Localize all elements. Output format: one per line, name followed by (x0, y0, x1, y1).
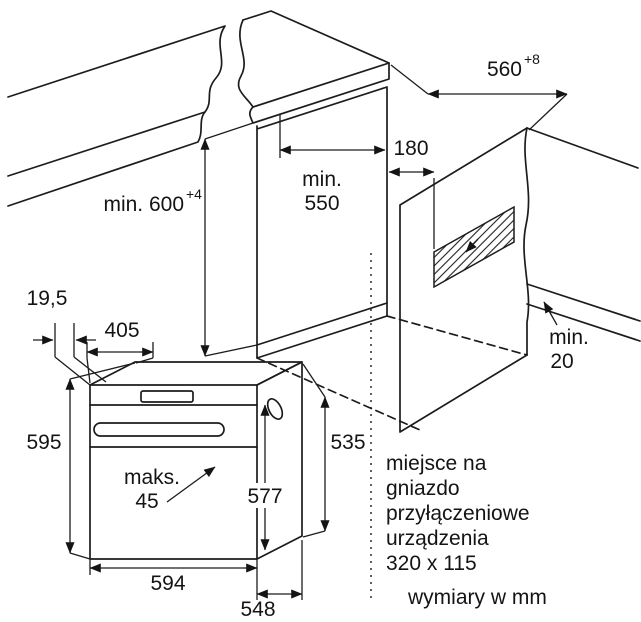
label-oven-width: 594 (150, 572, 185, 595)
connection-note-line3: przyłączeniowe (386, 502, 530, 525)
worktop-left-piece (7, 25, 226, 177)
worktop (7, 10, 390, 207)
connection-note: miejsce na gniazdo przyłączeniowe urządz… (386, 452, 530, 575)
dim-inner-height (242, 404, 288, 551)
wall-top-edge (526, 127, 639, 169)
label-rear-clearance-line1: min. (549, 326, 589, 349)
oven (89, 361, 303, 560)
label-niche-height-tolerance: +4 (186, 186, 202, 202)
label-front-section: 405 (104, 319, 139, 342)
label-rear-clearance-line2: 20 (550, 350, 573, 373)
label-niche-width-tolerance: +8 (524, 51, 540, 67)
oven-top-face (89, 361, 303, 386)
label-handle-depth-line2: 45 (135, 490, 158, 513)
dim-handle-depth (166, 466, 216, 503)
niche-opening (256, 86, 388, 346)
oven-door-handle (93, 422, 225, 437)
worktop-break-edge (237, 19, 254, 108)
units-note: wymiary w mm (407, 586, 547, 609)
label-niche-depth-line2: 550 (304, 192, 339, 215)
label-socket-distance: 180 (393, 137, 428, 160)
dim-niche-height (200, 122, 258, 357)
dim-oven-height (65, 362, 136, 560)
cabinet-niche (256, 86, 528, 431)
label-niche-depth-line1: min. (302, 168, 342, 191)
oven-front-face (89, 384, 258, 560)
dim-niche-width (390, 64, 568, 131)
connection-note-line2: gniazdo (386, 477, 460, 500)
dim-side-height (302, 363, 330, 538)
connection-note-line4: urządzenia (386, 527, 489, 550)
label-door-protrusion: 19,5 (27, 287, 68, 310)
oven-side-grip (266, 397, 284, 421)
label-niche-width: 560 (487, 58, 522, 81)
label-inner-height: 577 (247, 485, 282, 508)
connection-area-pointer-icon (465, 238, 479, 253)
connection-note-line5: 320 x 115 (386, 552, 477, 575)
oven-display (140, 390, 194, 403)
panel-edges (399, 127, 528, 433)
niche-floor (256, 302, 388, 359)
label-niche-height: min. 600 (103, 193, 184, 216)
dim-oven-depth (256, 540, 303, 600)
label-side-height: 535 (330, 431, 365, 454)
worktop-left-front-face (7, 111, 206, 207)
dim-door-protrusion (33, 323, 107, 386)
niche-floor-depth-hidden-edges (256, 315, 528, 431)
dim-niche-depth (279, 114, 386, 158)
oven-right-face (256, 361, 303, 560)
connection-area-hatch (433, 205, 515, 289)
panel-torn-edge (523, 127, 530, 356)
dim-rear-clearance (543, 301, 558, 326)
rear-wall-panel (399, 127, 641, 433)
dim-socket-distance (388, 167, 435, 249)
dim-front-section (86, 342, 154, 384)
label-handle-depth-line1: maks. (124, 466, 180, 489)
label-oven-depth: 548 (240, 598, 275, 621)
connection-note-line1: miejsce na (386, 452, 487, 475)
worktop-right-piece (242, 10, 390, 108)
label-oven-height: 595 (26, 431, 61, 454)
